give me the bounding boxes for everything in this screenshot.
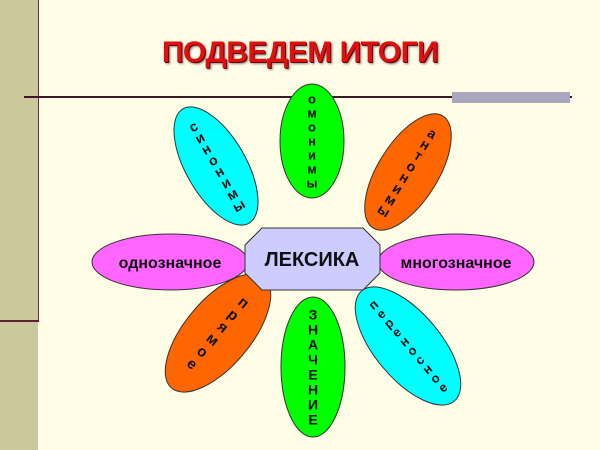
vertical-divider <box>38 0 39 322</box>
petal-figurative: переносное <box>354 286 462 406</box>
center-octagon <box>244 227 381 291</box>
petal-direct: прямое <box>164 273 272 393</box>
decorative-grey-bar <box>452 92 570 103</box>
petal-shape <box>279 83 345 199</box>
slide-title: ПОДВЕДЕМ ИТОГИ <box>161 36 439 69</box>
center-label: ЛЕКСИКА <box>265 249 360 271</box>
petal-shape <box>173 106 259 226</box>
petal-shape <box>364 113 452 231</box>
slide-sidebar-bar <box>0 0 38 450</box>
petal-shape <box>280 296 346 438</box>
petal-label-monosemous: однозначное <box>119 255 222 272</box>
petal-antonyms: антонимы <box>364 113 452 231</box>
petal-synonyms: синонимы <box>173 106 259 226</box>
sidebar-divider <box>0 320 39 322</box>
petal-shape <box>354 286 462 406</box>
petal-label-polysemous: многозначное <box>400 255 511 272</box>
